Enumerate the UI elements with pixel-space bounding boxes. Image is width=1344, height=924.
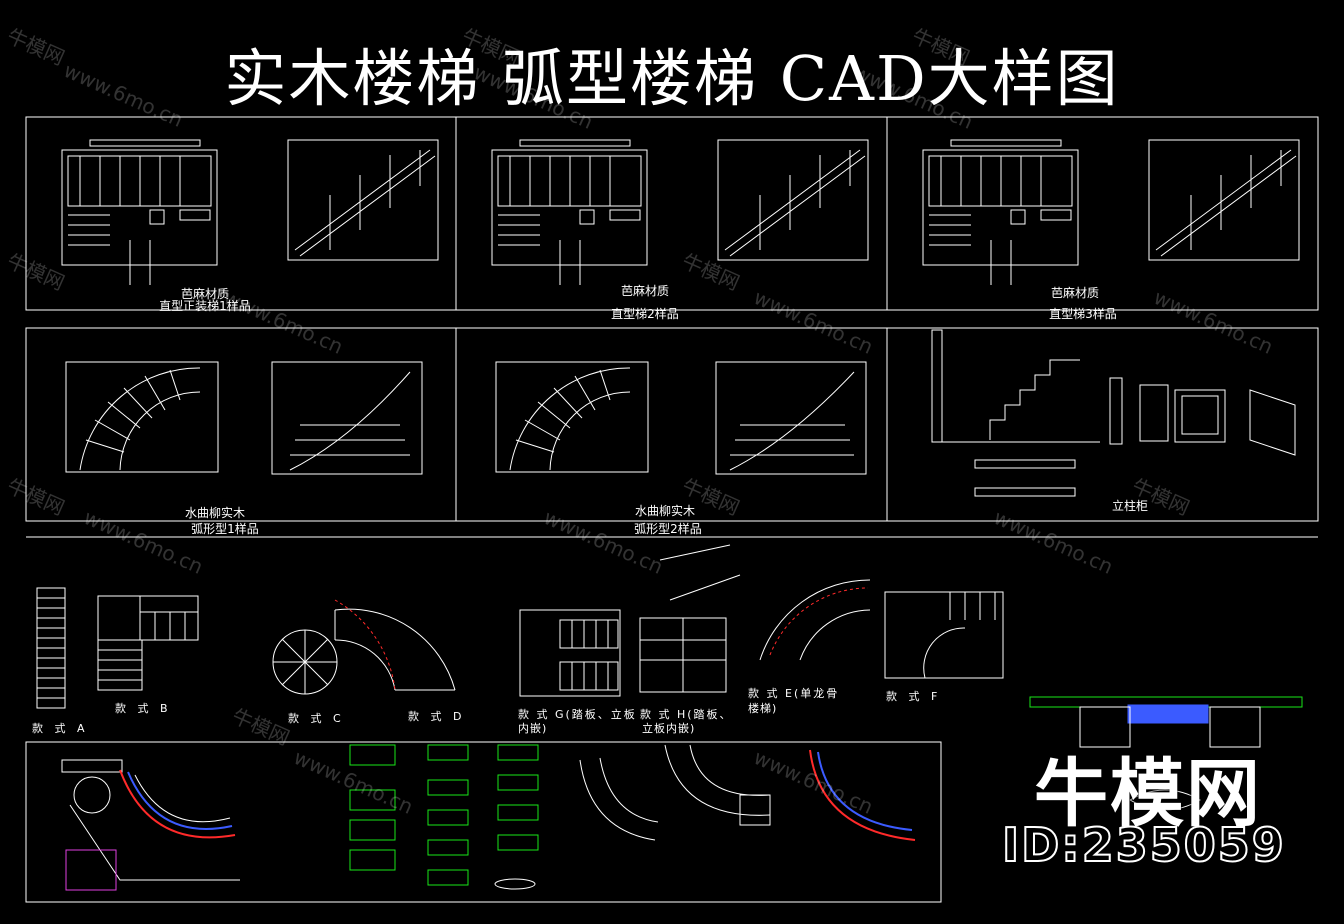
straight-stair-3 (922, 139, 1300, 285)
style-g (519, 609, 621, 697)
panel-3-name: 直型梯3样品 (1049, 307, 1117, 321)
style-h-label-2: 立板内嵌) (642, 722, 696, 735)
panel-5-name: 弧形型2样品 (634, 522, 702, 536)
style-c (272, 629, 338, 695)
style-g-label-2: 内嵌) (518, 722, 548, 735)
style-h (639, 544, 741, 693)
style-d (334, 599, 456, 691)
panel-2-name: 直型梯2样品 (611, 307, 679, 321)
panel-1-material: 芭麻材质 (180, 287, 229, 301)
panel-2-material: 芭麻材质 (620, 284, 669, 298)
panel-1-name: 直型正装梯1样品 (159, 299, 251, 313)
curved-stair-2 (495, 361, 867, 475)
row3-drawings (36, 544, 1303, 811)
style-section (1029, 696, 1303, 811)
panel-5-material: 水曲柳实木 (634, 504, 695, 518)
style-d-label: 款 式 D (408, 710, 466, 723)
row2-drawings (65, 329, 1296, 497)
panel-4-material: 水曲柳实木 (184, 506, 245, 520)
style-b (97, 595, 199, 691)
style-b-label: 款 式 B (115, 702, 172, 715)
style-a-label: 款 式 A (32, 722, 89, 735)
row1-drawings (61, 139, 1300, 285)
style-e-label: 款 式 E(单龙骨 (748, 687, 840, 700)
straight-stair-2 (491, 139, 869, 285)
style-e-label-2: 楼梯) (748, 702, 778, 715)
panel-frames (25, 116, 1319, 903)
row4-drawings (61, 744, 916, 891)
style-f (884, 591, 1004, 679)
style-h-label: 款 式 H(踏板、 (640, 708, 733, 721)
panel-3-material: 芭麻材质 (1050, 286, 1099, 300)
panel-6-name: 立柱柜 (1111, 499, 1148, 513)
style-e (759, 579, 871, 661)
style-f-label: 款 式 F (886, 690, 942, 703)
brand-logo: 牛模网 (1034, 751, 1262, 837)
drawing-title: 实木楼梯 弧型楼梯 CAD大样图 (224, 42, 1120, 115)
brand-id: ID:235059 (1001, 817, 1286, 873)
straight-stair-1 (61, 139, 439, 285)
style-a (36, 587, 66, 709)
pillar-cabinet (931, 329, 1296, 497)
panel-4-name: 弧形型1样品 (191, 522, 259, 536)
style-g-label: 款 式 G(踏板、立板 (518, 708, 637, 721)
curved-stair-1 (65, 361, 423, 475)
style-c-label: 款 式 C (288, 712, 345, 725)
